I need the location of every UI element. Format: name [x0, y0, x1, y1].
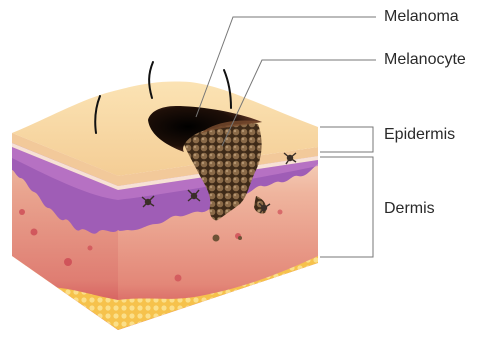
epidermis-label: Epidermis: [384, 127, 455, 143]
epidermis-bracket: [320, 127, 373, 152]
melanocyte-label: Melanocyte: [384, 52, 466, 68]
melanoma-label: Melanoma: [384, 9, 459, 25]
dermis-label: Dermis: [384, 201, 435, 217]
dermis-bracket: [320, 157, 373, 257]
